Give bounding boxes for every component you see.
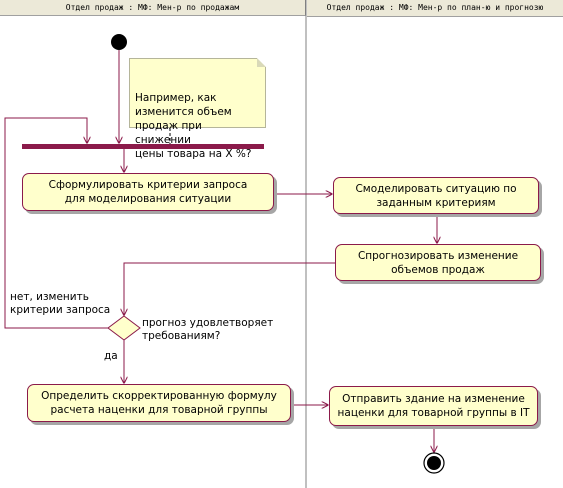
- guard-label-yes: да: [104, 350, 118, 362]
- guard-label-no: нет, изменить критерии запроса: [10, 291, 111, 316]
- flow-decision-no-loop: [4, 117, 108, 329]
- action-forecast-sales[interactable]: Спрогнозировать изменение объемов продаж: [335, 244, 541, 281]
- flow-forecast-to-decision: [124, 262, 335, 315]
- final-node: [423, 452, 445, 474]
- note-text: Например, как изменится объем продаж при…: [135, 92, 252, 160]
- lane-header-planning-manager: Отдел продаж : МФ: Мен-р по план-ю и про…: [307, 0, 563, 17]
- decision-condition-label: прогноз удовлетворяет требованиям?: [142, 317, 274, 342]
- decision-node: [107, 315, 141, 341]
- action-model-situation[interactable]: Смоделировать ситуацию по заданным крите…: [333, 177, 539, 214]
- action-send-to-it[interactable]: Отправить здание на изменение наценки дл…: [329, 386, 538, 426]
- action-formulate-criteria[interactable]: Сформулировать критерии запроса для моде…: [22, 173, 274, 211]
- action-define-formula[interactable]: Определить скорректированную формулу рас…: [27, 384, 291, 422]
- fork-bar: [22, 144, 264, 149]
- lane-header-sales-manager: Отдел продаж : МФ: Мен-р по продажам: [0, 0, 306, 16]
- note: Например, как изменится объем продаж при…: [129, 58, 266, 160]
- note-fold-corner: [257, 58, 266, 67]
- initial-node: [111, 34, 127, 50]
